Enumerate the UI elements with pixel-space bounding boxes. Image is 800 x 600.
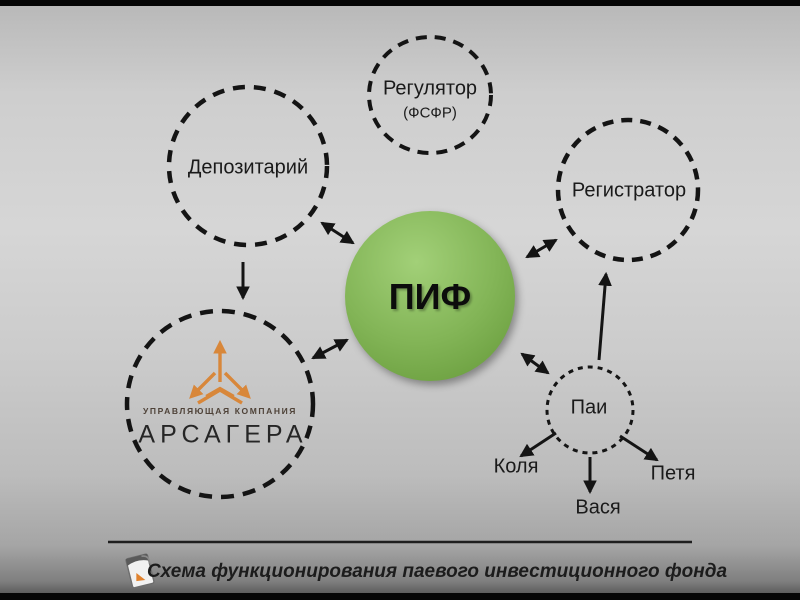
arrow-units-registrar: [597, 271, 612, 361]
management-company-name: АРСАГЕРА: [138, 420, 308, 449]
node-circle-depositary: [166, 84, 330, 248]
node-circle-regulator: [367, 35, 493, 155]
arrow-units-holder1: [519, 431, 557, 458]
holder2-label: Вася: [575, 496, 621, 519]
letterbox-bottom: [0, 593, 800, 600]
arrow-depositary-fund: [320, 221, 355, 245]
arrow-fund-units: [520, 352, 550, 375]
management-company-small-label: УПРАВЛЯЮЩАЯ КОМПАНИЯ: [143, 406, 297, 416]
depositary-label: Депозитарий: [187, 156, 309, 179]
holder1-label: Коля: [493, 455, 539, 478]
node-circle-management-company: [124, 308, 316, 500]
node-circle-fund: [345, 211, 515, 381]
holder3-label: Петя: [650, 462, 696, 485]
letterbox-top: [0, 0, 800, 6]
units-label: Паи: [570, 396, 608, 419]
fund-label: ПИФ: [388, 276, 472, 317]
arrow-management-company-fund: [311, 338, 349, 360]
regulator-label: Регулятор: [382, 77, 478, 100]
document-icon: [125, 553, 155, 589]
arrow-fund-registrar: [525, 238, 558, 259]
regulator-sublabel: (ФСФР): [403, 104, 457, 122]
arsagera-logo-icon: [189, 339, 251, 405]
arrow-units-holder3: [619, 434, 659, 462]
registrar-label: Регистратор: [571, 179, 687, 202]
node-circle-units: [545, 365, 635, 455]
node-circle-registrar: [555, 117, 701, 263]
slide-caption: Схема функционирования паевого инвестици…: [146, 561, 728, 582]
